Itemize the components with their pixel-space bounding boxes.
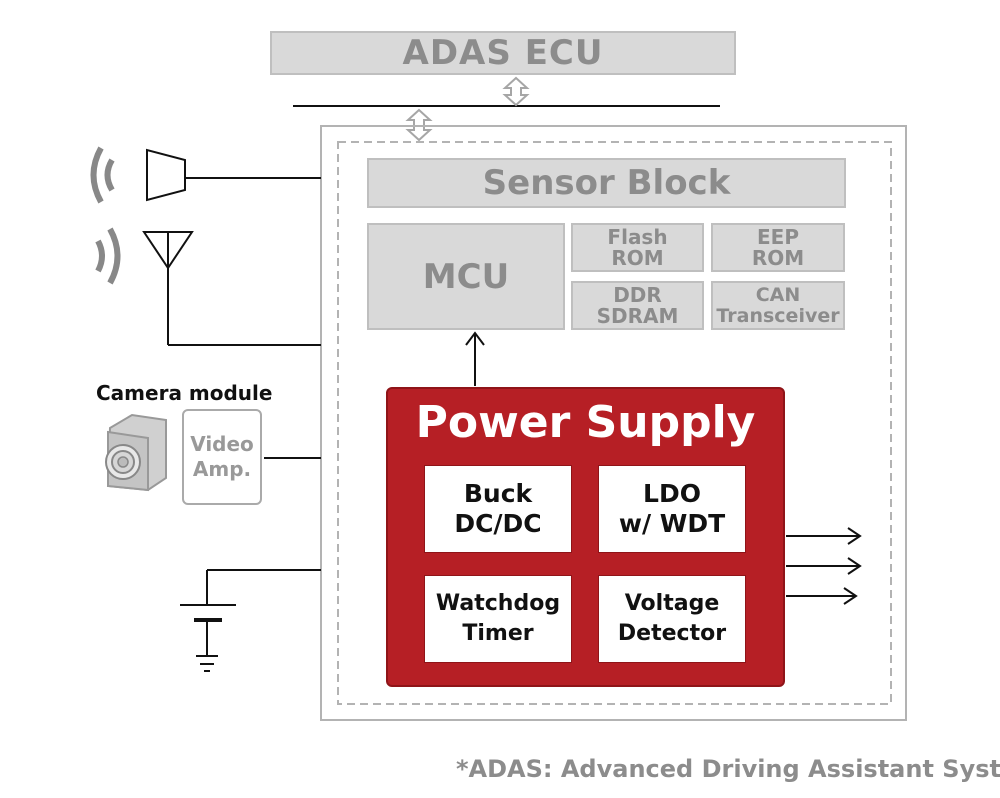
video-amp-block: Video Amp. — [182, 409, 262, 505]
battery-ground-icon — [180, 569, 321, 672]
eep-rom-block: EEP ROM — [711, 223, 845, 272]
footnote: *ADAS: Advanced Driving Assistant System — [456, 755, 1000, 783]
antenna-icon — [142, 231, 194, 345]
flash-rom-block: Flash ROM — [571, 223, 704, 272]
buck-dcdc-block: Buck DC/DC — [424, 465, 572, 553]
sensor-block: Sensor Block — [367, 158, 846, 208]
watchdog-timer-block: Watchdog Timer — [424, 575, 572, 663]
voltage-detector-block: Voltage Detector — [598, 575, 746, 663]
sound-wave-icon — [90, 146, 115, 204]
ecu-dashed-frame — [337, 141, 892, 705]
bidirectional-arrow-icon — [502, 76, 530, 107]
power-supply-title: Power Supply — [415, 397, 756, 448]
power-to-mcu-arrow — [465, 331, 485, 386]
speaker-icon — [146, 148, 186, 202]
mcu-block: MCU — [367, 223, 565, 330]
ecu-outer-frame — [320, 125, 907, 721]
power-output-arrows — [786, 527, 862, 605]
sound-wave-icon — [95, 227, 121, 285]
camera-icon — [105, 413, 167, 492]
ddr-sdram-block: DDR SDRAM — [571, 281, 704, 330]
camera-module-label: Camera module — [96, 381, 273, 405]
adas-ecu-block: ADAS ECU — [270, 31, 736, 75]
ldo-wdt-block: LDO w/ WDT — [598, 465, 746, 553]
can-transceiver-block: CAN Transceiver — [711, 281, 845, 330]
